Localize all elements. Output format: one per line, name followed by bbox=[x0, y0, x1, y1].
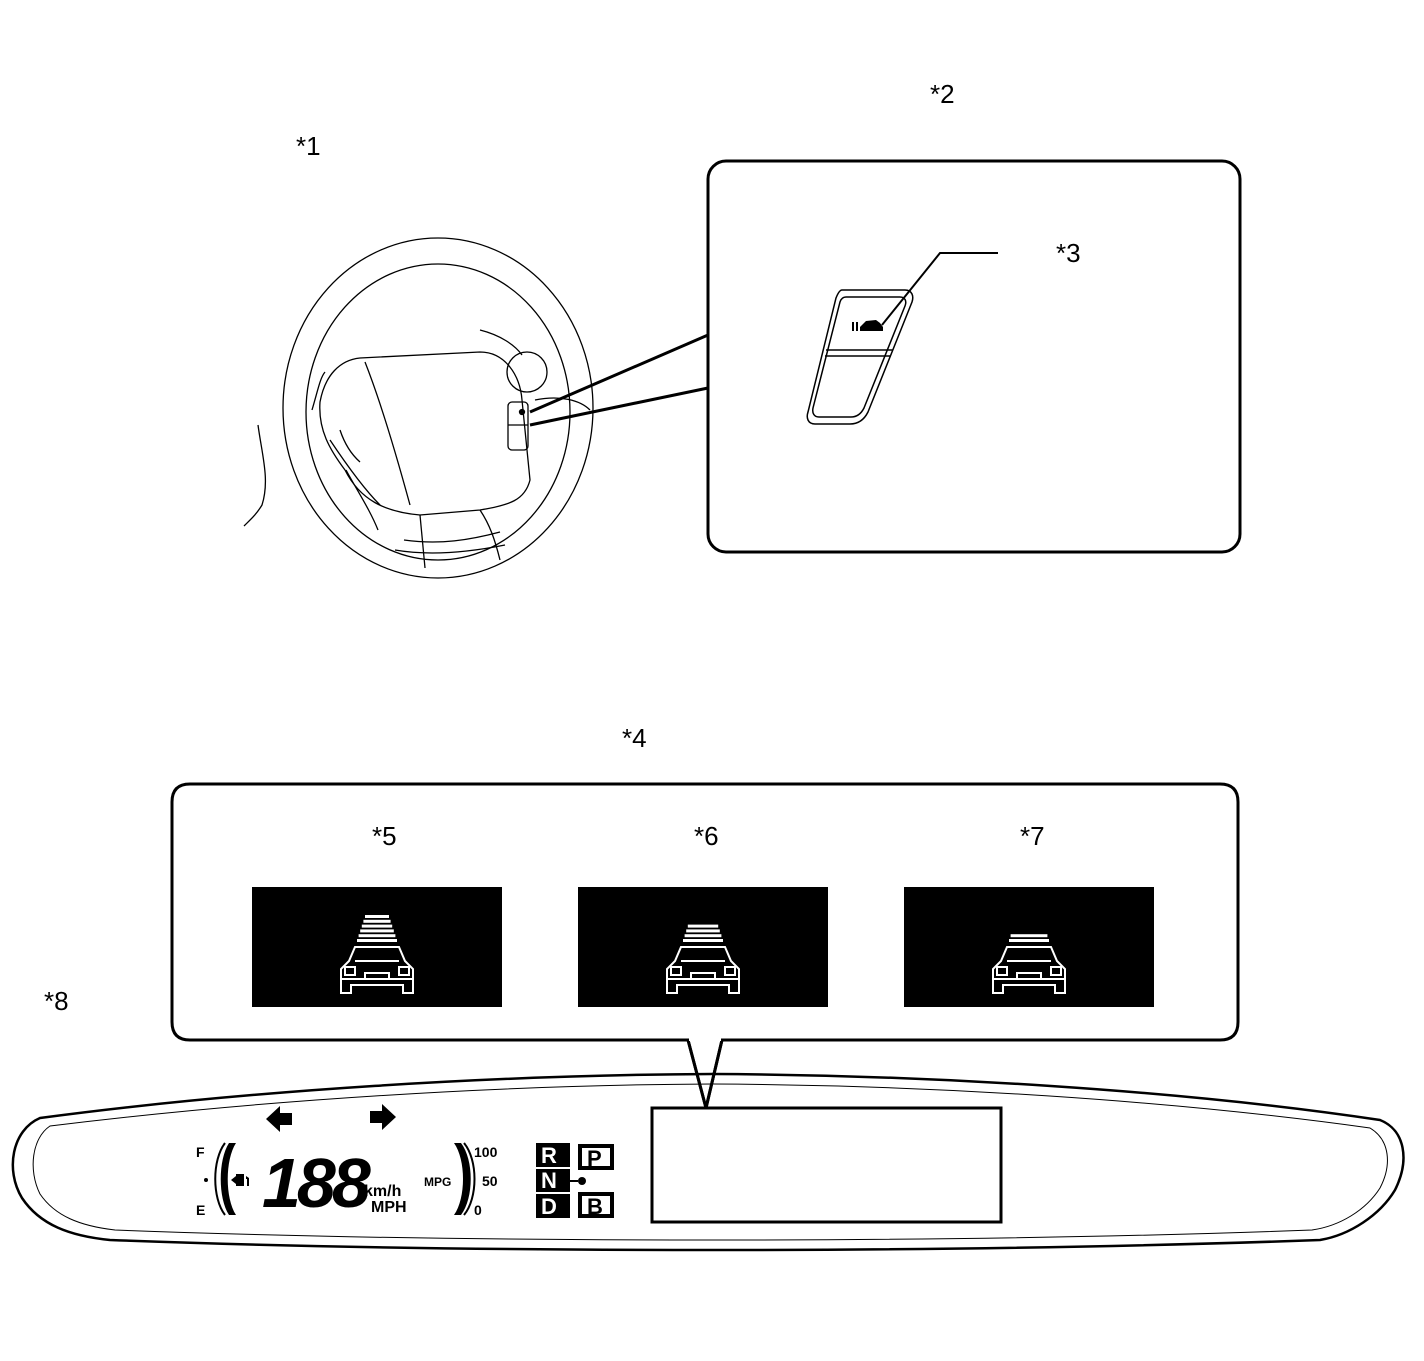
mpg-tick-100: 100 bbox=[474, 1144, 498, 1160]
callout-5: *5 bbox=[372, 821, 397, 851]
car-distance-icon bbox=[852, 320, 883, 331]
distance-bar bbox=[684, 934, 722, 938]
hud-message-area bbox=[650, 1106, 1003, 1224]
callout-7: *7 bbox=[1020, 821, 1045, 851]
fuel-full-label: F bbox=[196, 1144, 205, 1160]
display-pointer bbox=[686, 1039, 724, 1109]
leader-line bbox=[881, 252, 998, 326]
gear-p: P bbox=[587, 1146, 602, 1171]
mpg-tick-0: 0 bbox=[474, 1202, 482, 1218]
gear-n: N bbox=[541, 1168, 557, 1193]
distance-panel-3 bbox=[904, 887, 1154, 1007]
distance-bar bbox=[686, 929, 720, 933]
callout-1: *1 bbox=[296, 131, 321, 161]
gear-d: D bbox=[541, 1194, 557, 1219]
left-arrow-icon bbox=[266, 1106, 292, 1132]
gear-b: B bbox=[587, 1194, 603, 1219]
head-up-display bbox=[11, 1072, 1405, 1252]
distance-bar bbox=[363, 919, 391, 923]
distance-bar bbox=[687, 924, 719, 928]
turn-signal-indicators bbox=[266, 1104, 396, 1132]
car-icon bbox=[992, 946, 1066, 994]
zoom-connector bbox=[529, 333, 709, 427]
callout-3: *3 bbox=[1056, 238, 1081, 268]
distance-bar bbox=[358, 934, 396, 938]
distance-bar bbox=[361, 924, 393, 928]
unit-kmh: km/h bbox=[364, 1183, 401, 1200]
shift-indicator: R N D P B bbox=[536, 1143, 614, 1219]
distance-panel-2 bbox=[578, 887, 828, 1007]
fuel-gauge: F E bbox=[196, 1142, 249, 1218]
steering-wheel bbox=[243, 237, 594, 579]
callout-2: *2 bbox=[930, 79, 955, 109]
mpg-label: MPG bbox=[424, 1175, 451, 1189]
car-icon bbox=[666, 946, 740, 994]
car-icon bbox=[340, 946, 414, 994]
speed-readout: 188 bbox=[262, 1144, 371, 1222]
fuel-pump-icon bbox=[231, 1174, 249, 1186]
distance-bar bbox=[1010, 934, 1048, 938]
right-arrow-icon bbox=[370, 1104, 396, 1130]
distance-bar bbox=[365, 915, 389, 918]
distance-bar bbox=[683, 939, 723, 942]
callout-4: *4 bbox=[622, 723, 647, 753]
distance-switch bbox=[806, 289, 914, 425]
mpg-tick-50: 50 bbox=[482, 1173, 498, 1189]
callout-8: *8 bbox=[44, 986, 69, 1016]
distance-bar bbox=[357, 939, 397, 942]
distance-panel-1 bbox=[252, 887, 502, 1007]
callout-6: *6 bbox=[694, 821, 719, 851]
fuel-empty-label: E bbox=[196, 1202, 205, 1218]
switch-detail-box bbox=[706, 159, 1242, 554]
pointer-gap bbox=[689, 1036, 721, 1041]
mpg-gauge: MPG 100 50 0 bbox=[424, 1142, 498, 1218]
unit-mph: MPH bbox=[371, 1199, 407, 1216]
distance-panels bbox=[252, 887, 1154, 1007]
distance-bar bbox=[360, 929, 394, 933]
gear-r: R bbox=[541, 1143, 557, 1168]
distance-bar bbox=[1009, 939, 1049, 942]
